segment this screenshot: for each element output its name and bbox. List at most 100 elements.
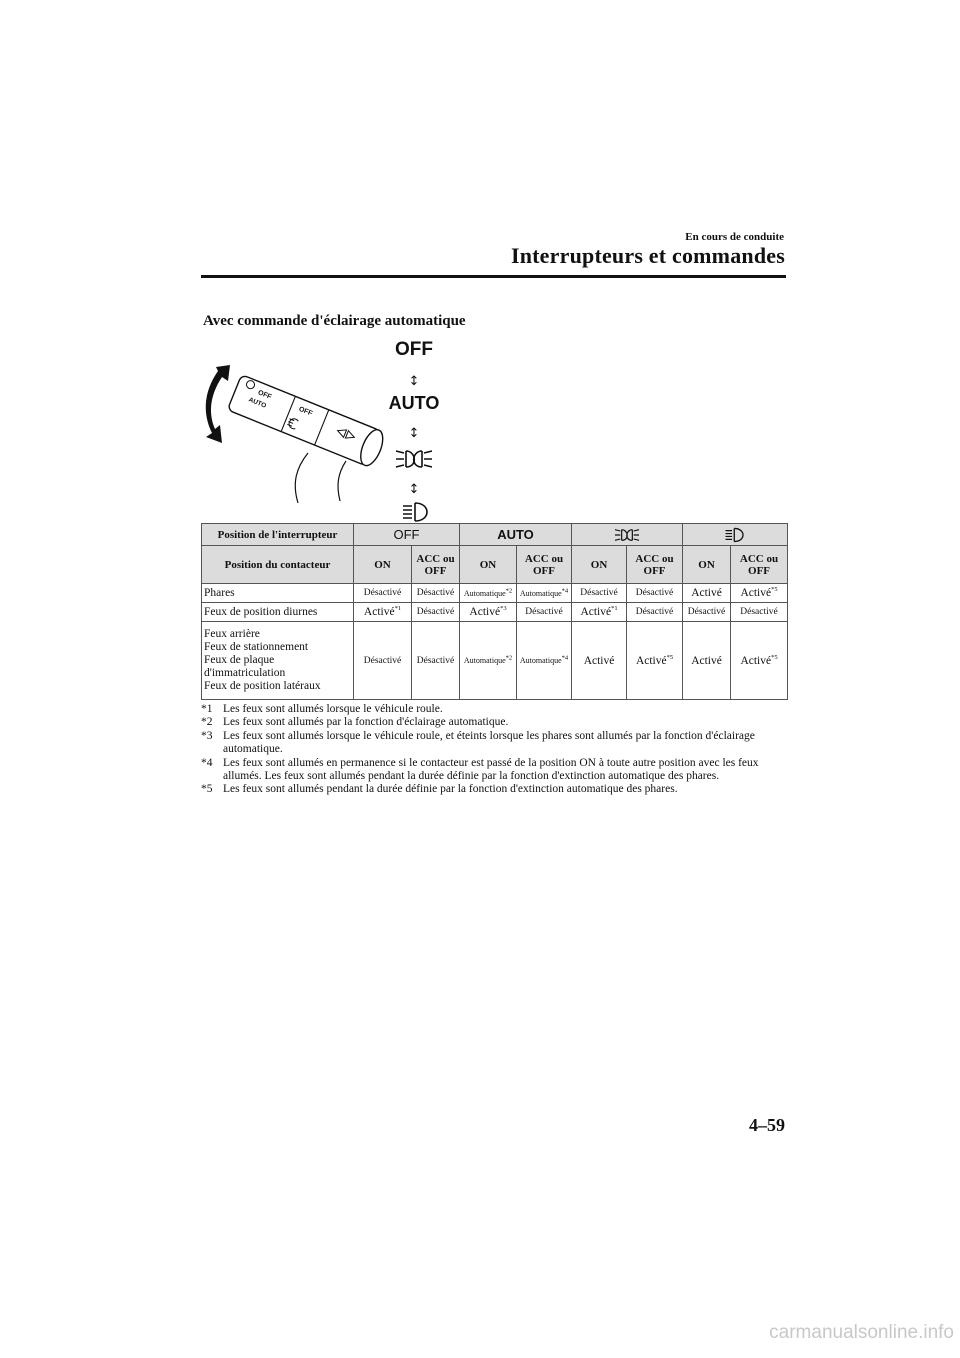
table-cell: Activé*1: [571, 602, 628, 622]
footnote-text: Les feux sont allumés par la fonction d'…: [223, 716, 509, 729]
cell-value: Désactivé: [740, 607, 778, 617]
arrow-2: ↕: [409, 426, 420, 441]
row-label-line: Feux arrière: [204, 628, 260, 640]
cell-value: Désactivé: [363, 655, 402, 666]
cell-value: Activé: [691, 654, 722, 667]
cell-value: Désactivé: [580, 588, 618, 598]
col-off: OFF: [353, 523, 460, 546]
switch-position-header: Position de l'interrupteur: [201, 523, 354, 546]
table-cell: Désactivé: [626, 583, 684, 603]
table-cell: Automatique*2: [459, 621, 517, 700]
cell-value: Automatique: [463, 656, 506, 665]
footnote-ref: *4: [561, 654, 569, 662]
table-cell: Activé: [682, 621, 732, 700]
footnote-ref: *3: [500, 605, 507, 613]
ignition-acc: ACC ou OFF: [515, 545, 573, 584]
ignition-position-row: Position du contacteur ON ACC ou OFF ON …: [201, 545, 789, 584]
ignition-on: ON: [682, 545, 732, 584]
headlight-icon: [614, 528, 640, 541]
row-label-line: Feux de plaque: [204, 654, 275, 666]
table-cell: Désactivé: [411, 583, 460, 603]
ignition-on: ON: [571, 545, 628, 584]
cell-value: Activé: [691, 587, 722, 599]
ignition-position-header: Position du contacteur: [201, 545, 354, 584]
table-cell: Désactivé: [411, 621, 460, 700]
sun-icon: [246, 380, 255, 390]
row-label: Phares: [201, 583, 354, 603]
cell-value: Désactivé: [687, 607, 726, 617]
header-rule: [201, 275, 786, 278]
cell-value: Automatique: [519, 588, 562, 598]
table-cell: Activé*3: [459, 602, 517, 622]
light-switch-illustration: OFF AUTO OFF OFF ↕ AUTO ↕ ↕: [205, 339, 440, 522]
position-auto-label: AUTO: [389, 393, 440, 413]
ignition-acc: ACC ou OFF: [626, 545, 684, 584]
ignition-on: ON: [459, 545, 517, 584]
cell-value: Désactivé: [416, 607, 455, 617]
table-cell: Désactivé: [515, 602, 573, 622]
cell-value: Activé: [583, 654, 615, 667]
footnote-ref: *4: [561, 586, 569, 594]
footnote-ref: *2: [505, 654, 513, 662]
footnote-text: Les feux sont allumés lorsque le véhicul…: [223, 729, 755, 756]
footnote-ref: *5: [771, 653, 778, 661]
row-label: Feux arrière Feux de stationnement Feux …: [201, 621, 354, 700]
table-cell: Activé: [571, 621, 628, 700]
table-cell: Désactivé: [353, 583, 412, 603]
footnote-key: *5: [201, 783, 213, 796]
table-cell: Automatique*2: [459, 583, 517, 603]
col-auto-label: AUTO: [497, 527, 534, 542]
footnote-ref: *2: [505, 586, 513, 594]
watermark: carmanualsonline.info: [769, 1322, 954, 1343]
footnote-key: *4: [201, 756, 213, 769]
col-auto: AUTO: [458, 523, 573, 546]
footnote-text: Les feux sont allumés en permanence si l…: [223, 756, 759, 783]
row-label: Feux de position diurnes: [201, 602, 354, 622]
footnote-ref: *5: [771, 586, 778, 594]
ignition-acc: ACC ou OFF: [730, 545, 789, 584]
table-cell: Automatique*4: [515, 621, 573, 700]
arrow-1: ↕: [409, 374, 420, 389]
section-title: Avec commande d'éclairage automatique: [203, 313, 466, 329]
parking-light-icon: [725, 527, 744, 542]
page-title: Interrupteurs et commandes: [510, 243, 785, 268]
cell-value: Activé: [740, 654, 772, 667]
table-cell: Activé*5: [626, 621, 684, 700]
cell-value: Activé: [580, 606, 612, 618]
col-headlight: [571, 523, 684, 546]
cell-value: Désactivé: [635, 607, 674, 617]
footnote-ref: *1: [394, 605, 402, 613]
switch-position-row: Position de l'interrupteur OFF AUTO: [201, 523, 789, 546]
row-label-line: Feux de stationnement: [204, 641, 309, 653]
cell-value: Désactivé: [363, 588, 402, 598]
table-cell: Activé*5: [730, 583, 789, 603]
footnote: *4 Les feux sont allumés en permanence si…: [201, 757, 791, 784]
turn-arrows-icon: [336, 429, 356, 439]
chapter-label: En cours de conduite: [685, 231, 784, 243]
col-off-label: OFF: [393, 527, 420, 542]
cell-value: Activé: [469, 606, 501, 618]
cell-value: Activé: [635, 654, 667, 667]
table-cell: Désactivé: [626, 602, 684, 622]
headlight-icon: [395, 450, 433, 468]
page-number: 4–59: [749, 1115, 785, 1135]
table-cell: Désactivé: [730, 602, 789, 622]
table-cell: Désactivé: [353, 621, 412, 700]
fog-light-icon: [287, 418, 299, 430]
cell-value: Désactivé: [416, 655, 455, 666]
cell-value: Désactivé: [416, 588, 455, 598]
col-parking: [682, 523, 789, 546]
table-cell: Activé: [682, 583, 732, 603]
table-cell: Désactivé: [411, 602, 460, 622]
lighting-table: Position de l'interrupteur OFF AUTO Posi…: [201, 523, 789, 700]
position-off-label: OFF: [395, 339, 433, 360]
cell-value: Automatique: [519, 656, 562, 665]
table-cell: Désactivé: [682, 602, 732, 622]
stalk: OFF AUTO OFF: [228, 375, 384, 467]
